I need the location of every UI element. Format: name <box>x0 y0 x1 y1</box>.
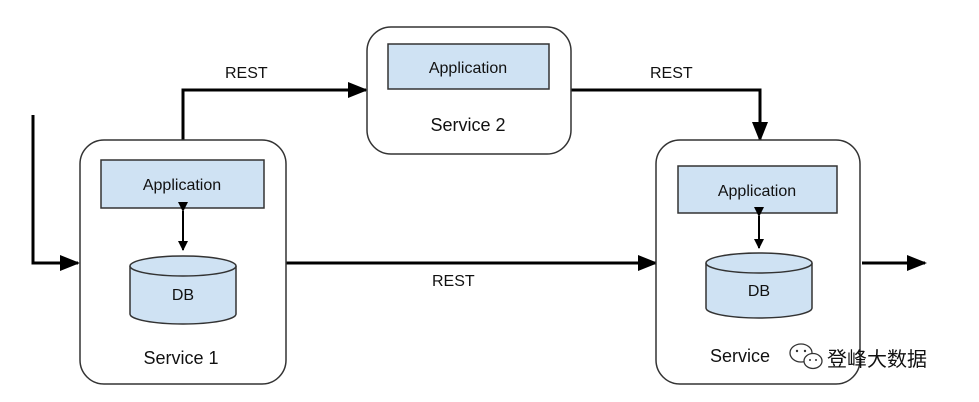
connectors <box>31 82 927 271</box>
rest-label-top-right: REST <box>650 65 693 82</box>
service-2-title: Service 2 <box>430 115 505 135</box>
service-1-db-label: DB <box>172 287 194 304</box>
service-2: Application Service 2 <box>366 26 572 155</box>
service-3: Application DB Service <box>655 139 861 385</box>
service-1-db-cylinder <box>129 255 237 325</box>
arrow-service2-to-service3 <box>571 88 768 142</box>
service-1-application-box <box>100 159 265 209</box>
rest-label-bottom: REST <box>432 273 475 290</box>
service-3-db-label: DB <box>748 283 770 300</box>
service-3-application-label: Application <box>718 183 796 200</box>
arrow-service1-to-service2 <box>181 82 368 140</box>
service-2-application-box <box>387 43 550 90</box>
service-1: Application DB Service 1 <box>79 139 287 385</box>
service-1-application-label: Application <box>143 177 221 194</box>
wechat-icon <box>789 343 823 370</box>
watermark-text: 登峰大数据 <box>827 347 927 371</box>
service-1-title: Service 1 <box>143 348 218 368</box>
rest-label-top-left: REST <box>225 65 268 82</box>
incoming-arrow <box>31 115 80 271</box>
service-3-db-cylinder <box>705 252 813 319</box>
service-3-title: Service <box>710 346 770 366</box>
service-2-application-label: Application <box>429 60 507 77</box>
watermark: 登峰大数据 <box>789 343 927 371</box>
